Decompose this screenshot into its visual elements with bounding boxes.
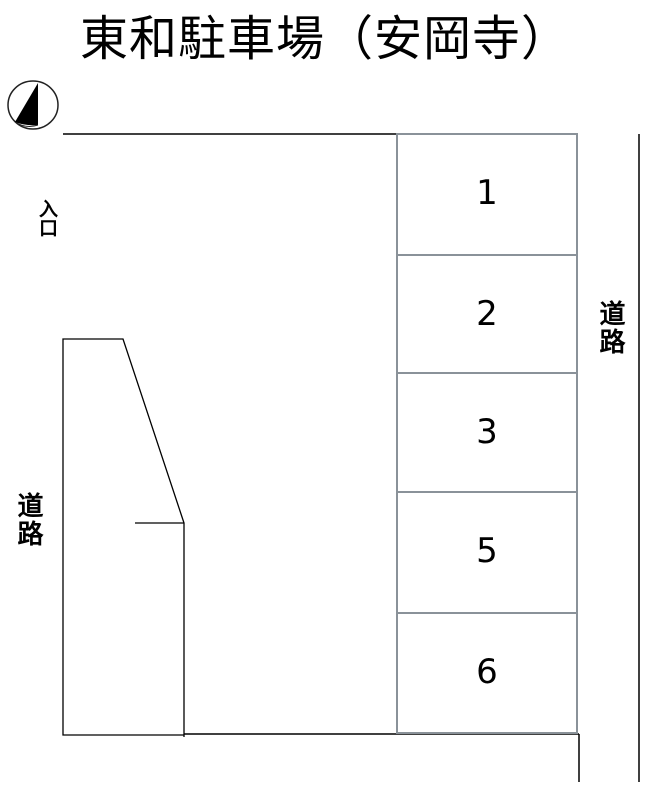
north-arrow-icon xyxy=(7,80,59,130)
slot-number-2: 2 xyxy=(476,294,498,334)
parking-slot-grid xyxy=(396,133,578,734)
left-plot-outline xyxy=(62,338,185,737)
page-title: 東和駐車場（安岡寺） xyxy=(0,4,650,74)
road-label-left: 道路 xyxy=(13,492,43,548)
title-text: 東和駐車場（安岡寺） xyxy=(79,11,570,67)
entrance-label: 入口 xyxy=(36,199,58,237)
slot-number-1: 1 xyxy=(476,173,498,213)
parking-slot-6[interactable] xyxy=(396,612,578,734)
slot-number-3: 3 xyxy=(476,412,498,452)
road-label-right: 道路 xyxy=(595,300,625,356)
slot-number-5: 5 xyxy=(476,531,498,571)
slot-number-6: 6 xyxy=(476,652,498,692)
